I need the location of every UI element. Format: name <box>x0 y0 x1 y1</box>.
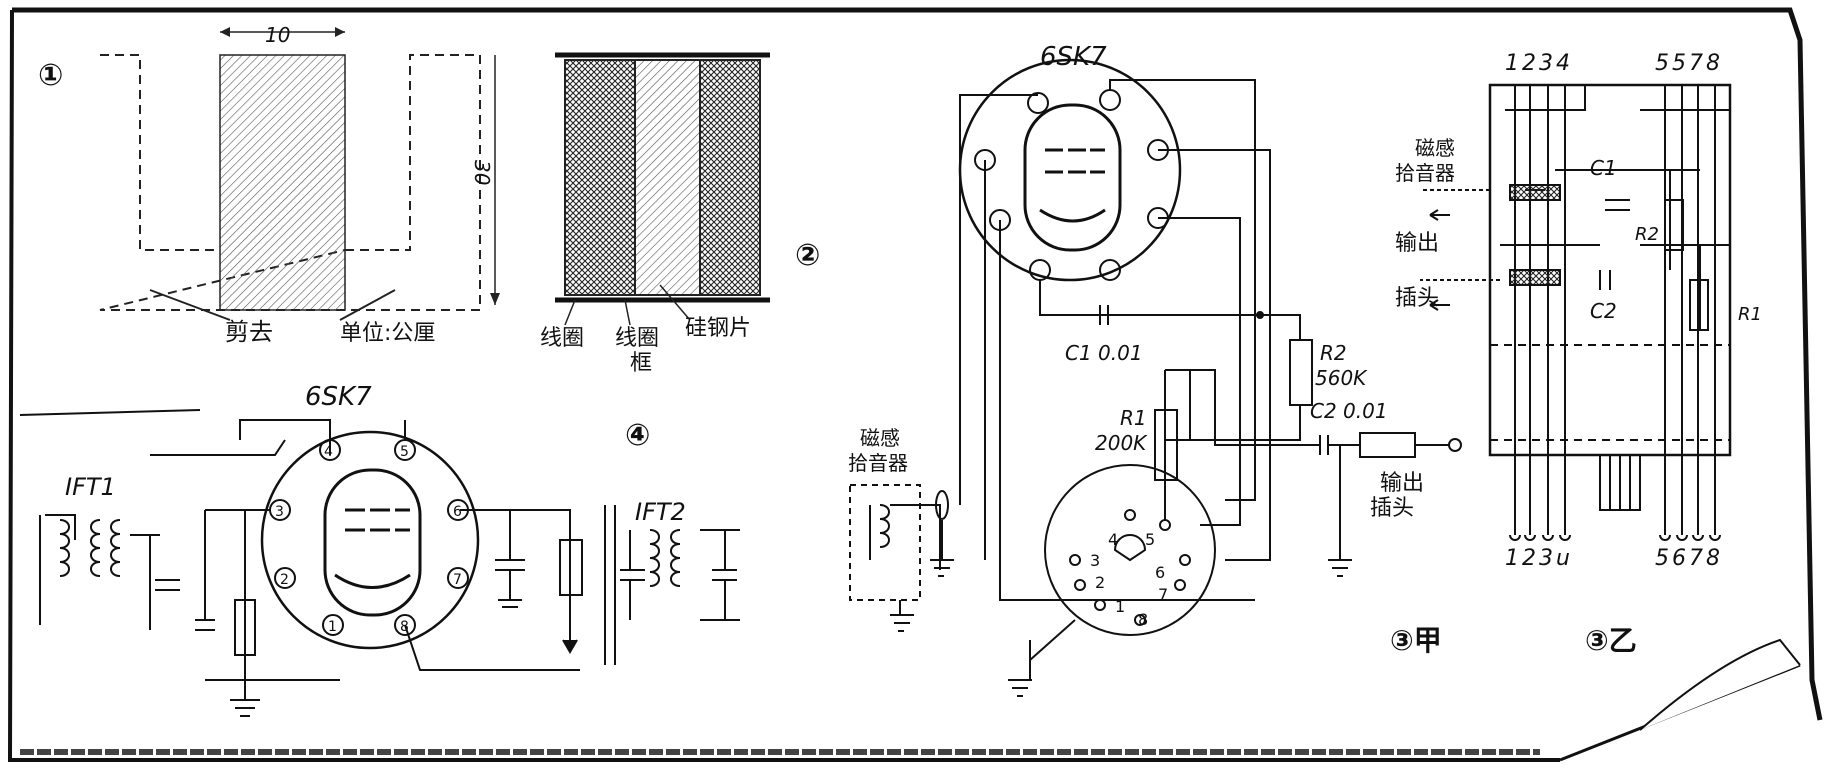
figure-3b-c2-label: C2 <box>1590 299 1617 323</box>
figure-2-marker: ② <box>795 238 820 273</box>
cut-label: 剪去 <box>225 318 273 346</box>
figure-4-labels: 6SK7 IFT1 IFT2 ④ 4 5 3 6 2 7 1 8 <box>65 382 686 635</box>
r1-name-label: R1 <box>1120 406 1147 430</box>
socket-pin-8: 8 <box>1138 610 1148 629</box>
figure-3b-r1-label: R1 <box>1738 304 1762 325</box>
tube-pin-7: 7 <box>453 572 462 588</box>
dimension-height-label: 30 <box>470 160 494 185</box>
pickup-label-line1: 磁感 <box>860 426 900 450</box>
top-right-pin-numbers: 5578 <box>1655 51 1723 76</box>
page-border <box>7 7 1823 762</box>
figure-3a-marker: ③甲 <box>1390 624 1442 657</box>
output-label-line2: 插头 <box>1370 496 1414 521</box>
tube-pin-6: 6 <box>453 504 462 520</box>
tube-pin-3: 3 <box>275 504 284 520</box>
bottom-left-pin-numbers: 123u <box>1505 546 1573 571</box>
figure-3b-plug-layout <box>1420 83 1732 541</box>
socket-pin-6: 6 <box>1155 563 1165 582</box>
tube-pin-5: 5 <box>400 444 409 460</box>
figure-3b-c1-label: C1 <box>1590 156 1617 180</box>
socket-pin-3: 3 <box>1090 551 1100 570</box>
r1-value-label: 200K <box>1095 431 1148 455</box>
figure-3b-marker: ③乙 <box>1585 624 1637 657</box>
coil-label: 线圈 <box>540 326 584 351</box>
figure-4-tube-label: 6SK7 <box>305 382 372 412</box>
r2-value-label: 560K <box>1315 366 1368 390</box>
socket-pin-7: 7 <box>1158 585 1168 604</box>
figure-3b-r2-label: R2 <box>1635 224 1659 245</box>
output-label-line1: 输出 <box>1380 471 1424 496</box>
silicon-steel-label: 硅钢片 <box>685 316 751 341</box>
coil-frame-label-line2: 框 <box>630 351 652 376</box>
figure-2-coil-cross-section: 线圈 线圈 框 硅钢片 ② <box>540 52 820 376</box>
bottom-right-pin-numbers: 5678 <box>1655 546 1723 571</box>
top-left-pin-numbers: 1234 <box>1505 51 1573 76</box>
figure-3b-pickup-line1: 磁感 <box>1415 136 1455 160</box>
c1-label: C1 0.01 <box>1065 341 1143 365</box>
tube-pin-4: 4 <box>324 444 333 460</box>
ift2-label: IFT2 <box>635 498 686 526</box>
dimension-width-label: 10 <box>265 23 290 47</box>
socket-pin-2: 2 <box>1095 573 1105 592</box>
figure-4-if-amplifier <box>19 409 740 717</box>
figure-3a-pickup-preamp <box>849 58 1462 697</box>
figure-3a-tube-label: 6SK7 <box>1040 42 1107 72</box>
figure-3a-labels: 6SK7 C1 0.01 R2 560K R1 200K C2 0.01 磁感 … <box>848 42 1442 657</box>
tube-pin-2: 2 <box>280 572 289 588</box>
tube-pin-1: 1 <box>328 619 337 635</box>
figure-3b-plug-label: 插头 <box>1395 286 1439 311</box>
pickup-label-line2: 拾音器 <box>848 451 908 475</box>
c2-label: C2 0.01 <box>1310 399 1388 423</box>
socket-pin-4: 4 <box>1108 530 1118 549</box>
figure-1-cut-pattern: ① 10 30 剪去 单位:公厘 <box>38 23 500 346</box>
unit-label: 单位:公厘 <box>340 321 435 346</box>
figure-4-marker: ④ <box>625 418 650 453</box>
figure-1-marker: ① <box>38 58 63 93</box>
coil-frame-label-line1: 线圈 <box>615 326 659 351</box>
figure-3b-pickup-line2: 拾音器 <box>1395 161 1455 185</box>
figure-3b-output-label: 输出 <box>1395 231 1439 256</box>
figure-3b-labels: 1234 5578 123u 5678 磁感 拾音器 输出 插头 C1 C2 R… <box>1395 51 1762 657</box>
socket-pin-5: 5 <box>1145 530 1155 549</box>
ift1-label: IFT1 <box>65 473 116 501</box>
r2-name-label: R2 <box>1320 341 1347 365</box>
tube-pin-8: 8 <box>400 619 409 635</box>
socket-pin-1: 1 <box>1115 597 1125 616</box>
